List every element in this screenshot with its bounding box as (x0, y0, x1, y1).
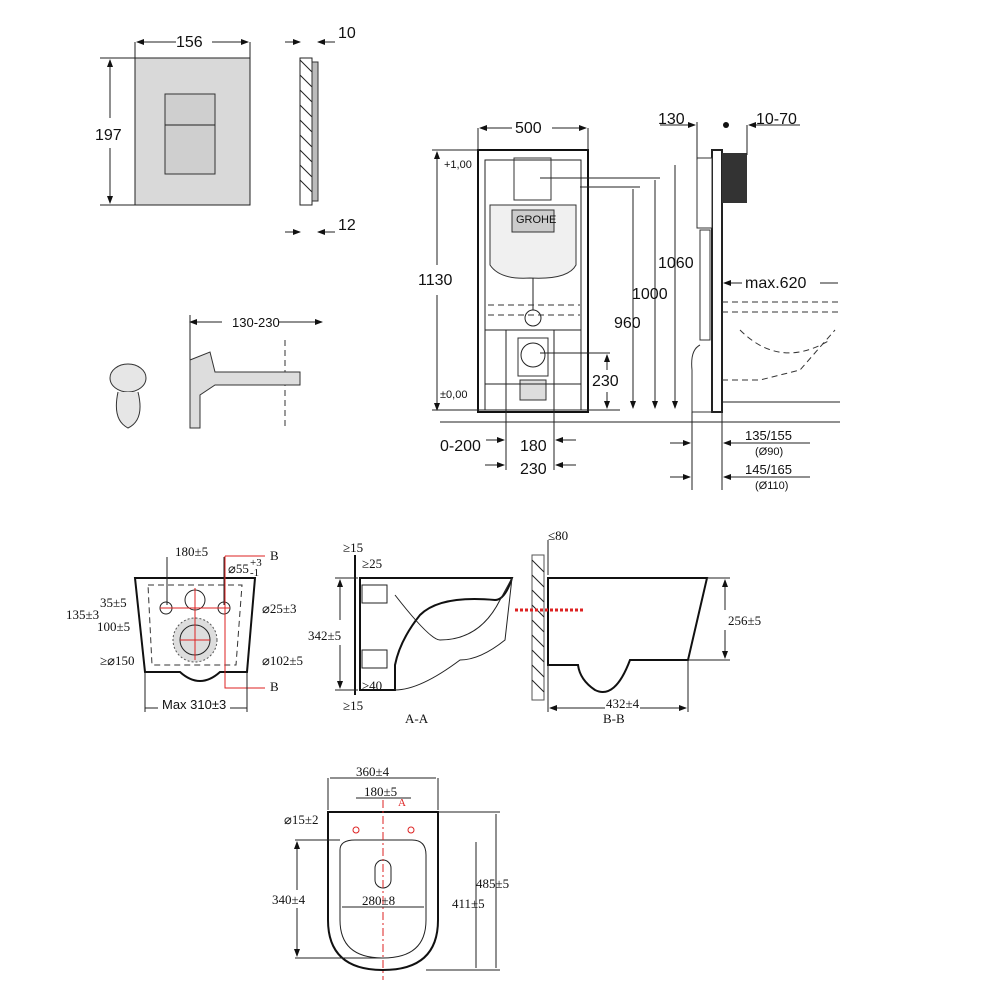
frame-height-label: 1130 (418, 272, 453, 289)
bowl-rear-view (133, 555, 265, 712)
top-340-label: 340±4 (272, 892, 306, 907)
plate-width-label: 156 (176, 34, 203, 51)
plate-depth-bottom-label: 12 (338, 217, 356, 234)
width-180-label: 180 (520, 438, 547, 455)
plate-height-label: 197 (95, 127, 122, 144)
pipe-90-label: 135/155 (745, 428, 792, 443)
height-1060-label: 1060 (658, 255, 694, 272)
section-mark-a: A (398, 797, 406, 809)
section-a-a-title: A-A (405, 711, 429, 726)
pipe-110-label: 145/165 (745, 462, 792, 477)
brand-logo: GROHE (516, 214, 556, 226)
wall-gap-label: ≤80 (548, 528, 568, 543)
section-a-a (335, 555, 514, 695)
offset-label: 0-200 (440, 438, 481, 455)
bottom-gap-15-label: ≥15 (343, 698, 363, 713)
bowl-width-label: Max 310±3 (162, 697, 226, 712)
height-230-label: 230 (592, 373, 619, 390)
width-230-label: 230 (520, 461, 547, 478)
bowl-top-view (294, 777, 500, 980)
floor-level-label: ±0,00 (440, 389, 467, 401)
outlet-diameter-label: ⌀102±5 (262, 653, 303, 668)
bowl-height-label: 342±5 (308, 628, 341, 643)
actuator-range-label: 130-230 (232, 315, 280, 330)
top-width-label: 360±4 (356, 764, 390, 779)
flush-plate-front (100, 39, 251, 206)
height-960-label: 960 (614, 315, 641, 332)
section-mark-b-bottom: B (270, 679, 279, 694)
bolt-diameter-label: ⌀25±3 (262, 601, 296, 616)
inlet-diameter-label: ⌀55 (228, 561, 249, 576)
height-1000-label: 1000 (632, 286, 668, 303)
section-b-b-title: B-B (603, 711, 625, 726)
bowl-side-height-label: 256±5 (728, 613, 761, 628)
top-gap-15-label: ≥15 (343, 540, 363, 555)
height-35-label: 35±5 (100, 595, 127, 610)
inlet-tol-up: +3 (250, 557, 262, 569)
pipe-110-diameter: (Ø110) (755, 480, 788, 492)
section-mark-b-top: B (270, 548, 279, 563)
bottom-gap-40-label: ≥40 (362, 678, 382, 693)
inlet-tol-down: -1 (250, 567, 259, 579)
plate-depth-top-label: 10 (338, 25, 356, 42)
flush-plate-side (285, 39, 335, 235)
top-gap-25-label: ≥25 (362, 556, 382, 571)
top-level-label: +1,00 (444, 159, 472, 171)
outlet-min-label: ≥⌀150 (100, 653, 134, 668)
top-length-label: 485±5 (476, 876, 509, 891)
top-411-label: 411±5 (452, 896, 485, 911)
section-b-b (515, 540, 730, 712)
frame-width-label: 500 (515, 120, 542, 137)
bowl-length-label: 432±4 (606, 696, 640, 711)
height-100-label: 100±5 (97, 619, 130, 634)
hole-diameter-label: ⌀15±2 (284, 812, 318, 827)
actuator-drawing (109, 315, 323, 430)
height-135-label: 135±3 (66, 607, 99, 622)
depth-130-label: 130 (658, 111, 685, 128)
wall-thickness-label: 10-70 (756, 111, 797, 128)
bolt-spacing-label: 180±5 (175, 544, 208, 559)
max-bowl-label: max.620 (745, 275, 806, 292)
frame-side (660, 122, 840, 490)
top-280-label: 280±8 (362, 893, 395, 908)
top-hole-spacing-label: 180±5 (364, 784, 397, 799)
frame-front: GROHE (432, 125, 840, 470)
pipe-90-diameter: (Ø90) (755, 446, 783, 458)
